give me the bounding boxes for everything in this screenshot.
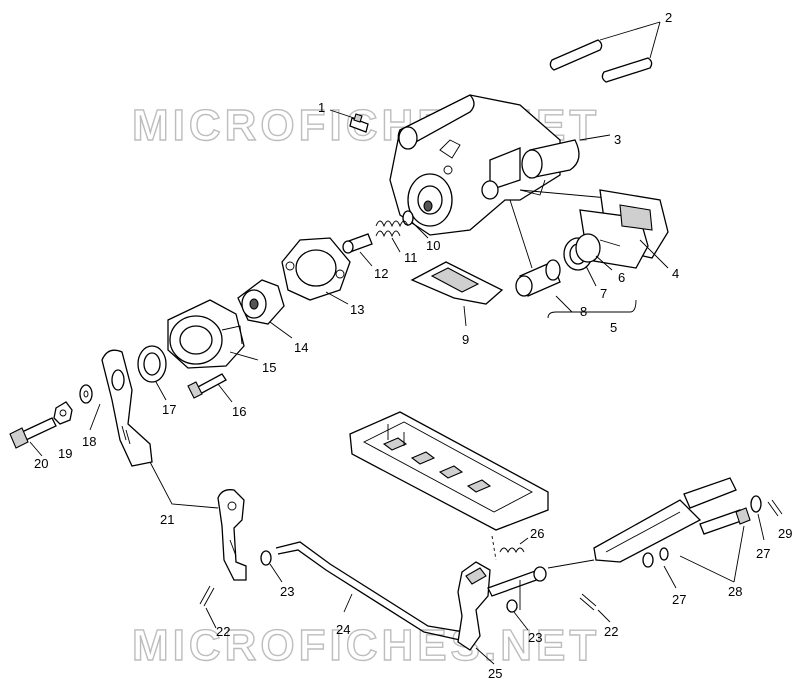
callout-23-right: 23: [528, 630, 542, 645]
part-spring: [375, 220, 409, 253]
callout-16: 16: [232, 404, 246, 419]
part-brake-rod: [275, 541, 465, 641]
bracket-5: [547, 299, 637, 319]
callout-3: 3: [614, 132, 621, 147]
callout-18: 18: [82, 434, 96, 449]
callout-6: 6: [618, 270, 625, 285]
part-brake-lever: [89, 349, 153, 467]
callout-7: 7: [600, 286, 607, 301]
callout-19: 19: [58, 446, 72, 461]
callout-21: 21: [160, 512, 174, 527]
callout-17: 17: [162, 402, 176, 417]
part-adjuster: [237, 279, 293, 339]
callout-11: 11: [404, 250, 418, 265]
part-plunger: [342, 233, 373, 267]
callout-15: 15: [262, 360, 276, 375]
callout-2: 2: [665, 10, 672, 25]
callout-24: 24: [336, 622, 350, 637]
callout-22-right: 22: [604, 624, 618, 639]
callout-5: 5: [610, 320, 617, 335]
part-cotter-pin-left: [199, 585, 217, 629]
callout-14: 14: [294, 340, 308, 355]
part-pin-29: [767, 499, 783, 517]
callout-8: 8: [580, 304, 587, 319]
part-bleeder-screw: [329, 109, 369, 133]
part-washer-23-left: [260, 550, 283, 583]
callout-12: 12: [374, 266, 388, 281]
part-footrest: [349, 411, 549, 531]
part-washer-23-right: [506, 599, 529, 631]
callout-20: 20: [34, 456, 48, 471]
callout-10: 10: [426, 238, 440, 253]
callout-23-left: 23: [280, 584, 294, 599]
part-washer-17: [137, 345, 167, 401]
callout-9: 9: [462, 332, 469, 347]
part-washer-small: [79, 384, 93, 404]
part-brake-pedal: [457, 561, 547, 665]
part-gasket: [281, 237, 351, 305]
part-cotter-pin-right: [579, 593, 611, 623]
part-bushing-28: [679, 507, 751, 583]
callout-22-left: 22: [216, 624, 230, 639]
part-return-spring: [491, 535, 529, 561]
callout-25: 25: [488, 666, 502, 681]
part-linkage-bracket: [217, 489, 247, 581]
callout-labels: 1 2 3 4 5 6 7 8 9 10 11 12 13 14 15 16 1…: [34, 10, 792, 681]
callout-27-right: 27: [756, 546, 770, 561]
callout-4: 4: [672, 266, 679, 281]
part-right-footrest: [547, 477, 745, 569]
part-cam-housing: [167, 299, 259, 369]
part-caliper-body: [389, 94, 611, 236]
part-nut: [53, 401, 73, 425]
part-dust-seal: [575, 233, 613, 271]
part-washer-27-left: [642, 547, 677, 589]
callout-28: 28: [728, 584, 742, 599]
callout-1: 1: [318, 100, 325, 115]
callout-26: 26: [530, 526, 544, 541]
watermark-bottom: MICROFICHES.NET: [132, 621, 600, 670]
callout-27-left: 27: [672, 592, 686, 607]
part-piston: [515, 259, 573, 313]
part-pins: [549, 21, 661, 83]
part-bolt-16: [187, 373, 233, 403]
part-pad-clip: [410, 261, 504, 327]
callout-13: 13: [350, 302, 364, 317]
part-bolt-20: [9, 417, 57, 457]
part-washer-27-right: [750, 495, 765, 541]
callout-29: 29: [778, 526, 792, 541]
